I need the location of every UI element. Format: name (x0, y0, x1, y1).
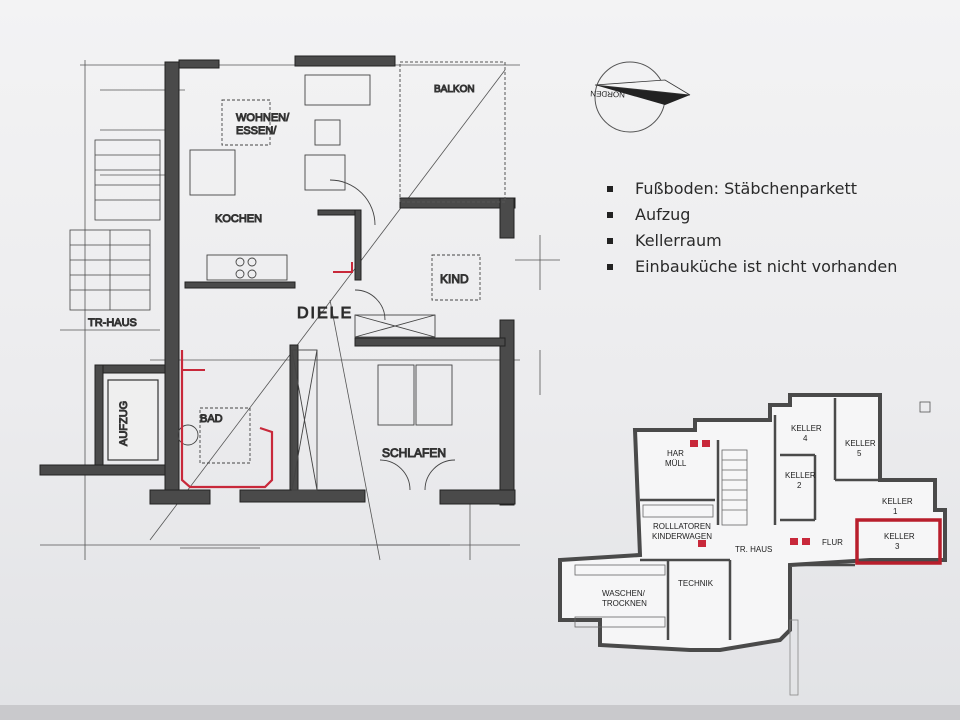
room-label-aufzug: AUFZUG (118, 401, 130, 446)
room-label-kochen: KOCHEN (215, 213, 262, 225)
room-label-schlafen: SCHLAFEN (382, 446, 446, 460)
basement-fire-markers (690, 440, 810, 547)
room-label-wohnen: WOHNEN/ (236, 112, 290, 124)
room-label-trocknen: TROCKNEN (602, 599, 647, 608)
room-label-kinderwagen: KINDERWAGEN (652, 532, 712, 541)
room-label-flur: FLUR (822, 538, 843, 547)
stairs (69, 139, 161, 311)
feature-item: Kellerraum (605, 228, 905, 254)
basement-stairs (574, 401, 931, 696)
elevator-shaft (107, 379, 159, 461)
apartment-room-labels: WOHNEN/ ESSEN/ KOCHEN DIELE KIND BALKON … (88, 84, 476, 461)
room-label-keller-4: KELLER (791, 424, 822, 433)
feature-item: Einbauküche ist nicht vorhanden (605, 254, 905, 280)
walls (39, 55, 516, 506)
room-label-essen: ESSEN/ (236, 125, 277, 137)
basement-plan: HAR MÜLL KELLER 4 KELLER 5 KELLER 2 KELL… (558, 393, 947, 696)
room-label-rollatoren: ROLLLATOREN (653, 522, 711, 531)
room-label-diele: DIELE (297, 305, 353, 322)
basement-room-labels: HAR MÜLL KELLER 4 KELLER 5 KELLER 2 KELL… (602, 424, 915, 608)
room-label-keller-3: KELLER (884, 532, 915, 541)
room-label-keller-5: KELLER (845, 439, 876, 448)
room-label-keller-1-number: 1 (893, 507, 898, 516)
paper-background (0, 0, 960, 705)
north-compass: NORDEN (590, 61, 691, 133)
room-label-keller-4-number: 4 (803, 434, 808, 443)
room-label-technik: TECHNIK (678, 579, 714, 588)
feature-item: Aufzug (605, 202, 905, 228)
bathroom-highlight (180, 350, 274, 489)
compass-needle-icon (595, 85, 690, 105)
furniture (177, 74, 481, 491)
table-edge (0, 705, 960, 720)
room-label-balkon: BALKON (434, 84, 475, 95)
feature-list: Fußboden: Stäbchenparkett Aufzug Kellerr… (605, 176, 905, 280)
room-label-keller-1: KELLER (882, 497, 913, 506)
room-label-keller-3-number: 3 (895, 542, 900, 551)
room-label-tr-haus: TR. HAUS (735, 545, 772, 554)
room-label-treppenhaus: TR-HAUS (88, 317, 137, 329)
apartment-plan: WOHNEN/ ESSEN/ KOCHEN DIELE KIND BALKON … (39, 55, 560, 561)
room-label-keller-2: KELLER (785, 471, 816, 480)
room-label-bad: BAD (200, 413, 223, 425)
room-label-keller-2-number: 2 (797, 481, 802, 490)
room-label-kind: KIND (440, 272, 469, 286)
keller-3-highlight (855, 518, 942, 565)
room-label-waschen: WASCHEN/ (602, 589, 646, 598)
room-label-har: HAR (667, 449, 684, 458)
basement-walls (640, 398, 880, 640)
room-label-muell: MÜLL (665, 459, 687, 468)
feature-item: Fußboden: Stäbchenparkett (605, 176, 905, 202)
room-label-keller-5-number: 5 (857, 449, 862, 458)
compass-label: NORDEN (590, 89, 625, 99)
basement-outline (558, 393, 947, 652)
